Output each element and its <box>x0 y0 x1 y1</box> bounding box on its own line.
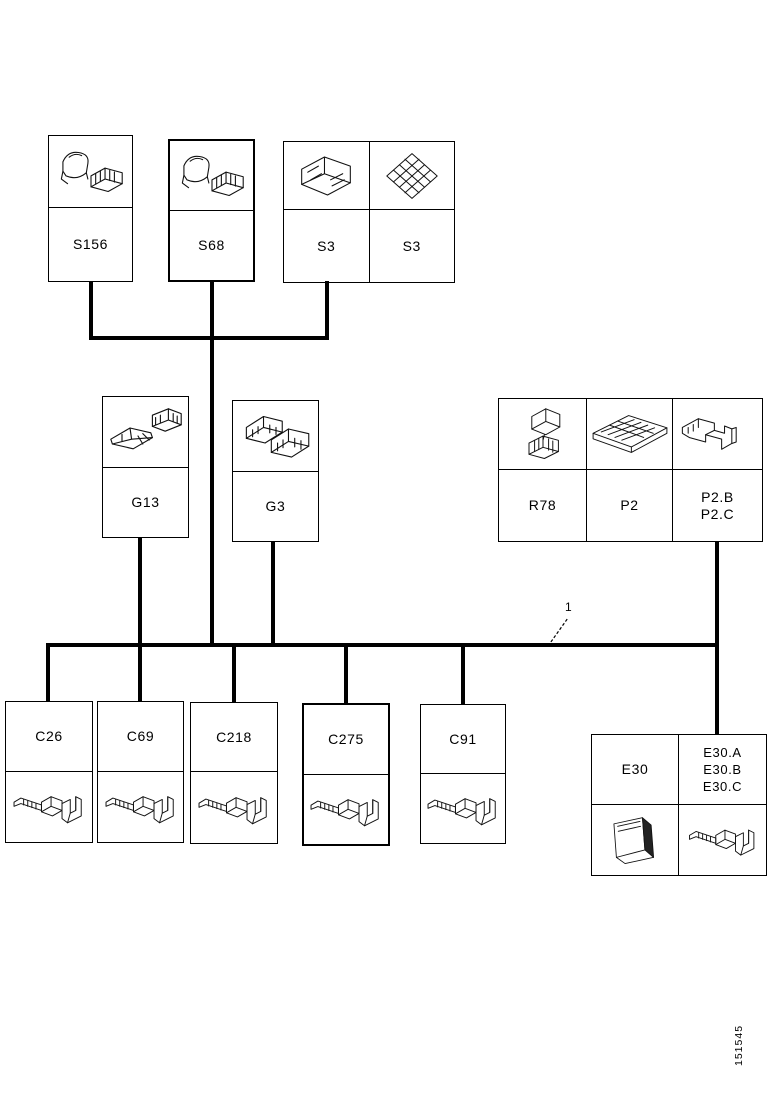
wire-p2b-to-e30 <box>715 541 719 735</box>
wire-s156-drop <box>89 281 93 340</box>
fuse-panel-icon <box>587 399 672 470</box>
node-s3-right-label: S3 <box>402 237 421 254</box>
diamond-grille-icon <box>369 142 454 210</box>
terminal-pin-icon <box>304 775 388 844</box>
node-c26: C26 <box>5 701 93 843</box>
terminal-pin-icon <box>679 805 766 875</box>
wire-top-bus <box>89 336 329 340</box>
wire-c275-drop <box>344 645 348 704</box>
node-e30: E30 <box>592 735 678 875</box>
node-c26-label: C26 <box>35 728 63 744</box>
node-p2: P2 <box>586 399 672 541</box>
terminal-pin-icon <box>98 772 183 842</box>
node-p2-label: P2 <box>620 497 639 513</box>
wire-g13-to-c69 <box>138 537 142 702</box>
node-s3-left-label: S3 <box>317 237 336 254</box>
node-c218: C218 <box>190 702 278 844</box>
terminal-pin-icon <box>421 774 505 843</box>
wire-s68-main-drop <box>210 281 214 647</box>
wire-g3-drop <box>271 541 275 647</box>
node-g13-label: G13 <box>131 494 160 510</box>
node-s156: S156 <box>48 135 133 282</box>
wire-c26-drop <box>46 643 50 702</box>
node-s3-group: S3 S3 <box>283 141 455 283</box>
harness-bracket-icon <box>103 397 188 468</box>
relay-and-connector-icon <box>49 136 132 208</box>
node-g3: G3 <box>232 400 319 542</box>
node-r78-label: R78 <box>528 497 557 513</box>
wire-s3-drop <box>325 281 329 340</box>
node-c91-label: C91 <box>449 730 477 747</box>
node-s3-right: S3 <box>368 142 454 282</box>
node-c69: C69 <box>97 701 184 843</box>
control-module-icon <box>592 805 678 875</box>
terminal-pin-icon <box>191 772 277 843</box>
node-c275-label: C275 <box>328 731 364 747</box>
relay-and-connector-icon <box>170 141 253 211</box>
mounting-bracket-icon <box>673 399 762 470</box>
node-c218-label: C218 <box>216 728 252 745</box>
node-c91: C91 <box>420 704 506 844</box>
node-g3-label: G3 <box>265 498 286 514</box>
callout-1: 1 <box>565 600 573 614</box>
connector-pair-icon <box>233 401 318 472</box>
wire-c91-drop <box>461 645 465 705</box>
figure-number: 151545 <box>733 1024 745 1066</box>
node-g13: G13 <box>102 396 189 538</box>
relay-cube-icon <box>499 399 586 470</box>
node-s68-label: S68 <box>198 237 225 253</box>
wire-main-bus <box>46 643 719 647</box>
node-e30-label: E30 <box>621 761 649 777</box>
callout-leader-line <box>547 617 569 647</box>
terminal-pin-icon <box>6 772 92 842</box>
node-s156-label: S156 <box>72 236 109 252</box>
connector-block-icon <box>284 142 369 210</box>
node-s68: S68 <box>168 139 255 282</box>
node-c275: C275 <box>302 703 390 846</box>
node-s3-left: S3 <box>284 142 369 282</box>
wire-c218-drop <box>232 645 236 703</box>
node-c69-label: C69 <box>126 728 155 744</box>
node-r78: R78 <box>499 399 586 541</box>
